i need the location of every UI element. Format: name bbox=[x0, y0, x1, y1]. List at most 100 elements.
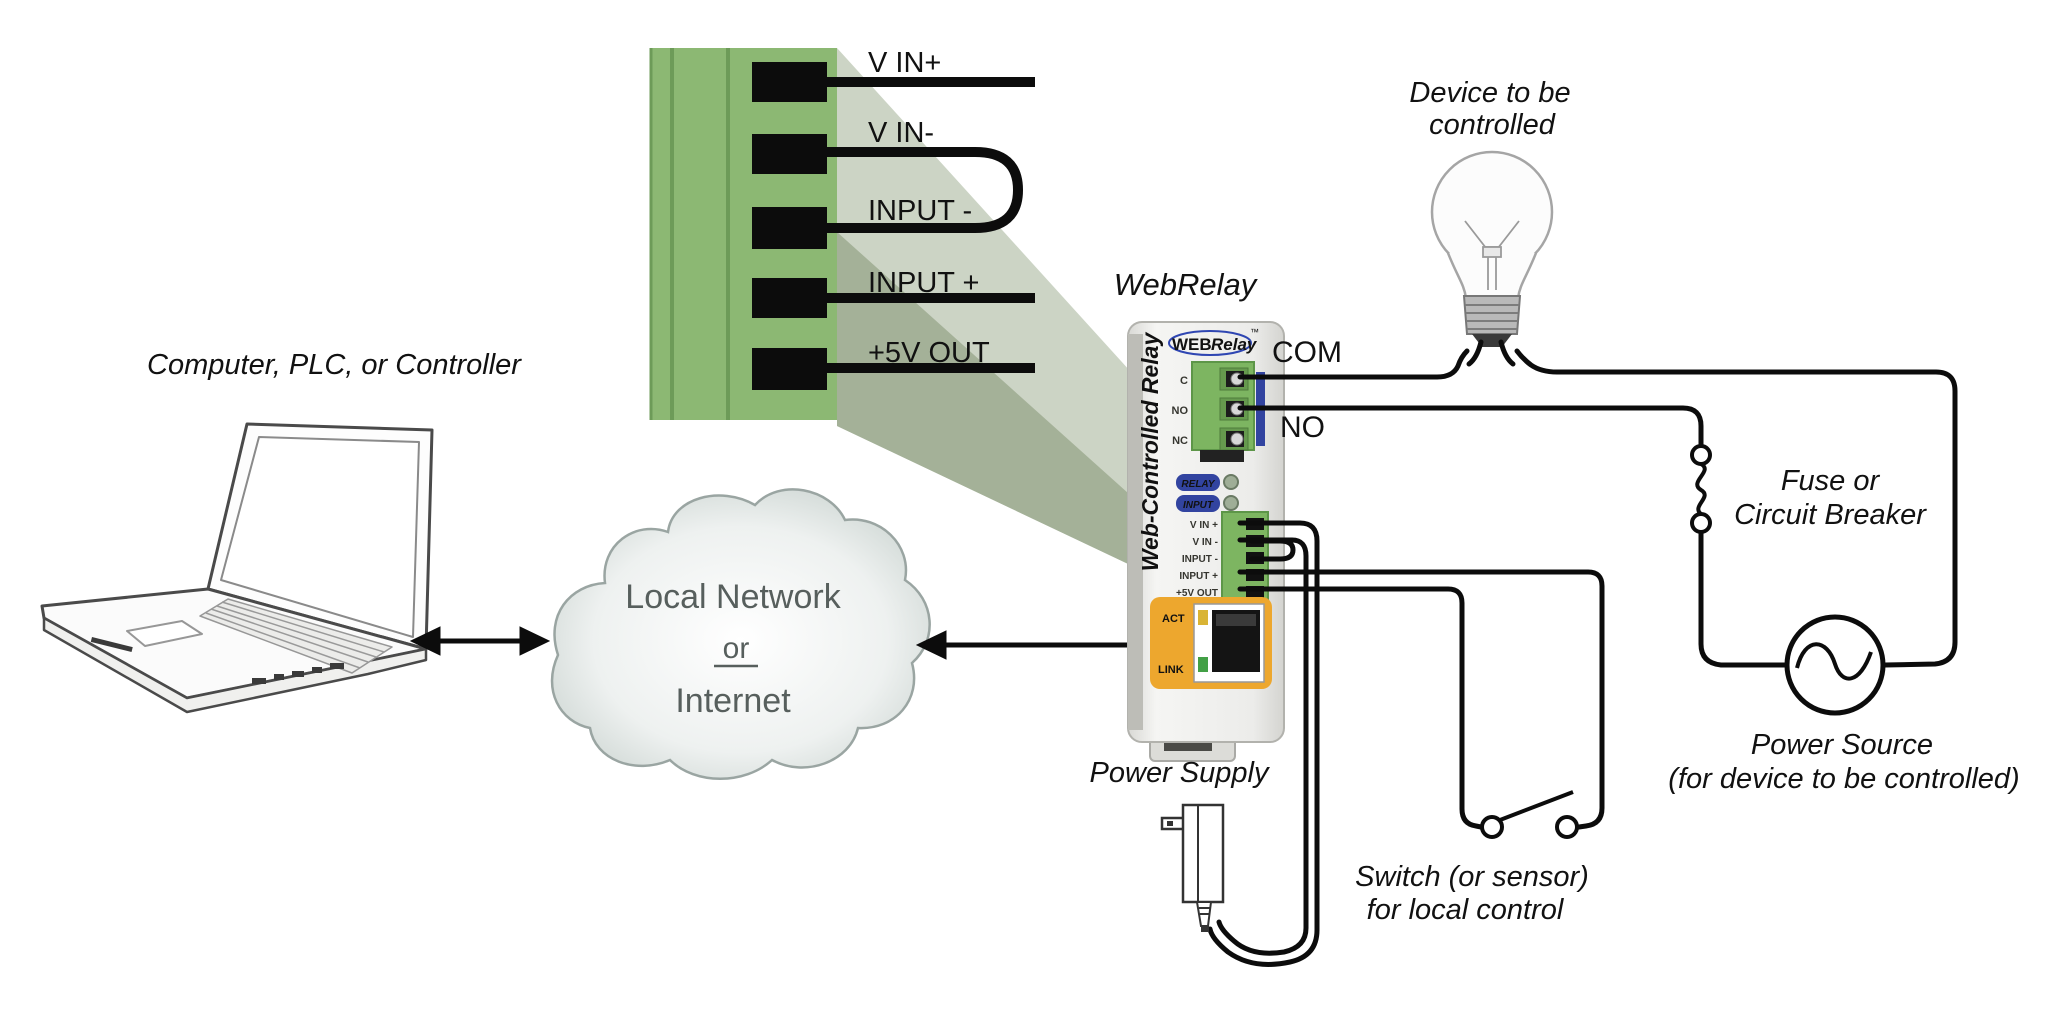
input-led-icon bbox=[1223, 495, 1239, 511]
fuse-terminal bbox=[1690, 512, 1712, 534]
link-label: LINK bbox=[1158, 664, 1184, 676]
link-led-icon bbox=[1198, 657, 1208, 672]
laptop-illustration bbox=[40, 422, 434, 714]
wire-jumper-detail bbox=[827, 147, 1024, 233]
terminal-screw bbox=[1230, 432, 1244, 446]
keyboard-row-line bbox=[221, 601, 385, 653]
power-source-label-line1: Power Source bbox=[1751, 729, 1933, 761]
status-indicators: RELAY INPUT bbox=[1176, 474, 1239, 512]
stem-press bbox=[1482, 246, 1502, 258]
bulb-lead-right bbox=[1498, 339, 1516, 367]
arrow-left-icon bbox=[409, 626, 441, 656]
logo-relay: Relay bbox=[1211, 335, 1258, 354]
circuit-wires bbox=[1207, 348, 1958, 967]
io-label-5v-out: +5V OUT bbox=[1176, 588, 1218, 599]
device-label-line2: controlled bbox=[1429, 109, 1556, 141]
input-led-badge bbox=[1176, 495, 1220, 512]
relay-led-label: RELAY bbox=[1181, 479, 1215, 490]
device-label-line1: Device to be bbox=[1409, 77, 1570, 109]
switch-symbol bbox=[1480, 790, 1579, 839]
detail-label-input-minus: INPUT - bbox=[868, 195, 972, 227]
keyboard-row-line bbox=[205, 612, 361, 669]
wire-5v-to-switch bbox=[1237, 586, 1484, 830]
fuse-symbol bbox=[1690, 444, 1712, 534]
terminal-slot-5v-out bbox=[752, 348, 827, 390]
relay-block-base bbox=[1200, 450, 1244, 462]
fuse-element bbox=[1695, 462, 1707, 516]
detail-label-input-plus: INPUT + bbox=[868, 267, 979, 299]
wire-fuse-to-source bbox=[1698, 530, 1789, 668]
detail-label-vin-minus: V IN- bbox=[868, 117, 934, 149]
arrow-left-icon bbox=[915, 630, 947, 660]
laptop-port bbox=[312, 667, 322, 673]
switch-lever bbox=[1499, 790, 1574, 822]
webrelay-title: WebRelay bbox=[1114, 267, 1259, 302]
wire-vin-plus-to-psu bbox=[1207, 520, 1320, 967]
cloud-line3: Internet bbox=[675, 682, 791, 720]
switch-terminal bbox=[1480, 815, 1504, 839]
device-side-label: Web-Controlled Relay bbox=[1137, 332, 1163, 572]
act-led-icon bbox=[1198, 610, 1208, 625]
switch-terminal bbox=[1555, 815, 1579, 839]
logo-web: WEB bbox=[1172, 335, 1212, 354]
keyboard-row-line bbox=[216, 605, 377, 658]
filament-stem bbox=[1487, 256, 1497, 290]
filament-support bbox=[1497, 220, 1520, 249]
com-label: COM bbox=[1272, 336, 1342, 369]
cloud-line1: Local Network bbox=[625, 578, 841, 616]
io-label-vin-plus: V IN + bbox=[1190, 520, 1218, 531]
device-side-edge bbox=[1128, 334, 1143, 730]
laptop-touchpad bbox=[126, 620, 203, 647]
power-supply-label: Power Supply bbox=[1090, 757, 1270, 789]
logo-tm: ™ bbox=[1250, 327, 1259, 337]
fuse-label-line2: Circuit Breaker bbox=[1734, 499, 1927, 531]
light-bulb bbox=[1430, 150, 1554, 367]
power-source-symbol bbox=[1784, 614, 1886, 716]
adapter-body bbox=[1181, 803, 1225, 904]
relay-terminal-label-nc: NC bbox=[1172, 435, 1188, 447]
power-supply-adapter bbox=[1160, 803, 1225, 932]
detail-label-5v-out: +5V OUT bbox=[868, 337, 990, 369]
screw-ridges bbox=[1465, 304, 1519, 330]
filament-support bbox=[1464, 220, 1487, 249]
input-led-label: INPUT bbox=[1183, 500, 1214, 511]
io-label-input-minus: INPUT - bbox=[1182, 554, 1218, 565]
relay-led-icon bbox=[1223, 474, 1239, 490]
bulb-filament bbox=[1464, 220, 1520, 290]
relay-led-badge bbox=[1176, 474, 1220, 491]
wire-vin-minus-to-psu bbox=[1216, 537, 1309, 956]
wire-input-plus-to-switch bbox=[1237, 569, 1605, 830]
relay-terminal-label-no: NO bbox=[1172, 405, 1189, 417]
arrow-right-icon bbox=[519, 626, 551, 656]
wire-no-to-fuse bbox=[1237, 405, 1704, 448]
fuse-label-line1: Fuse or bbox=[1781, 465, 1881, 497]
detail-label-vin-plus: V IN+ bbox=[868, 47, 941, 79]
relay-terminal-row bbox=[1219, 367, 1249, 391]
power-source-label-line2: (for device to be controlled) bbox=[1668, 763, 2019, 795]
switch-label-line2: for local control bbox=[1367, 894, 1565, 926]
cable-exit bbox=[1201, 926, 1209, 932]
terminal-slot-input-minus bbox=[752, 207, 827, 249]
mounting-slot bbox=[1164, 741, 1212, 751]
wire-bulb-to-source bbox=[1514, 348, 1958, 668]
terminal-slot-vin-minus bbox=[752, 134, 827, 174]
laptop-port bbox=[252, 678, 266, 684]
fuse-terminal bbox=[1690, 444, 1712, 466]
laptop-port bbox=[274, 674, 284, 680]
logo-swoosh-icon bbox=[1168, 330, 1252, 356]
sine-wave-icon bbox=[1795, 642, 1873, 681]
terminal-slot-vin-plus bbox=[752, 62, 827, 102]
terminal-slot-input-plus bbox=[752, 278, 827, 318]
laptop-port bbox=[90, 637, 133, 653]
no-label: NO bbox=[1280, 411, 1325, 444]
relay-terminal-row bbox=[1219, 427, 1249, 451]
keyboard-row-line bbox=[210, 608, 369, 663]
io-label-input-plus: INPUT + bbox=[1179, 571, 1218, 582]
network-cloud: Local Network or Internet bbox=[550, 488, 931, 780]
laptop-screen bbox=[220, 436, 420, 638]
wire-com bbox=[1237, 348, 1470, 380]
rj45-pins bbox=[1216, 614, 1256, 626]
computer-label: Computer, PLC, or Controller bbox=[147, 349, 522, 381]
